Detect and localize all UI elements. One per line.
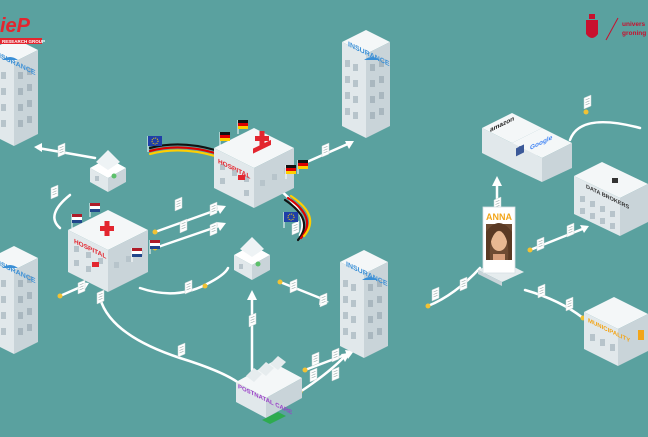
umbrella-icon (364, 57, 380, 60)
university-crest-icon (586, 14, 598, 38)
insurance-building-center: INSURANCE (340, 250, 388, 358)
university-name-line2: groning (622, 30, 646, 37)
path-anna-to-municipality (523, 288, 585, 320)
plant-icon (111, 173, 117, 179)
research-group-logo: ieP RESEARCH GROUP (0, 15, 45, 44)
facebook-logo: f (518, 144, 521, 154)
path-nl-hospital-to-postnatal (98, 296, 242, 386)
hospital-germany: HOSPITAL (214, 119, 309, 208)
insurance-building-top-center: INSURANCE (342, 30, 390, 138)
welcome-mat (262, 412, 286, 424)
umbrella-icon (2, 57, 18, 60)
umbrella-icon (2, 265, 18, 268)
eu-data-bridge (148, 143, 312, 242)
path-left-house-to-insurance (36, 146, 97, 160)
crest-icon (638, 330, 644, 340)
path-left-house-to-hospital (53, 193, 72, 230)
path-nl-hospital-curve (138, 266, 230, 295)
red-cross-icon (100, 221, 114, 236)
path-postnatal-to-insurance (298, 354, 347, 394)
insurance-building-bottom-left: INSURANCE (0, 246, 38, 354)
university-logo: univers groning (586, 14, 646, 41)
path-house-to-insurance-center (278, 280, 327, 302)
anna-profile-board: ANNA (478, 206, 524, 286)
tech-companies-building: amazon Google f (482, 113, 572, 182)
data-brokers-building: DATA BROKERS (574, 162, 648, 236)
insurance-building-top-left: INSURANCE (0, 38, 38, 146)
umbrella-icon (362, 277, 378, 280)
path-tech-to-top (568, 120, 642, 142)
person-name: ANNA (486, 212, 512, 222)
red-cross-icon (253, 139, 271, 154)
path-insurance-to-anna (426, 266, 482, 308)
anna-photo (486, 223, 512, 260)
plant-icon (255, 261, 261, 267)
briefcase-icon (612, 178, 618, 183)
hospital-netherlands: HOSPITAL (68, 202, 161, 292)
university-name-line1: univers (622, 21, 646, 28)
municipality-building: MUNICIPALITY (584, 297, 648, 366)
red-cross-icon (255, 131, 269, 146)
house-center (234, 237, 270, 280)
facebook-icon (516, 144, 524, 157)
postnatal-care-building: POSTNATAL CARE (236, 356, 302, 424)
logo-mark: ieP (0, 15, 31, 37)
house-left (90, 150, 126, 192)
logo-group: RESEARCH GROUP (2, 39, 45, 44)
